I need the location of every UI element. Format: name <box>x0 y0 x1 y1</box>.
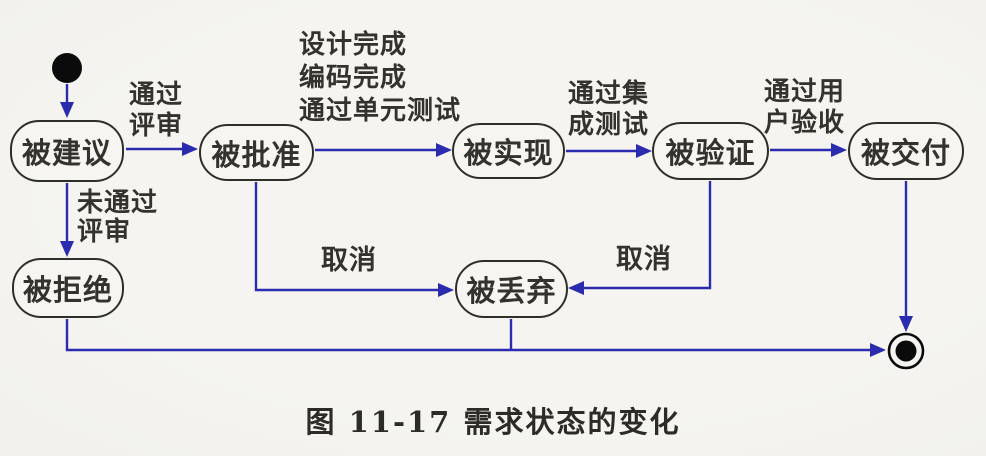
final-state-icon <box>887 332 925 370</box>
label-pass-review: 通过 评审 <box>129 80 184 141</box>
label-fail-review: 未通过 评审 <box>77 188 159 247</box>
state-verified: 被验证 <box>652 122 769 180</box>
label-pass-integration-test: 通过集 成测试 <box>568 79 650 140</box>
arrowheads <box>60 102 913 357</box>
label-pass-user-acceptance: 通过用 户验收 <box>764 77 846 138</box>
initial-state-icon <box>52 53 82 83</box>
state-approved: 被批准 <box>199 124 314 181</box>
state-discarded-label: 被丢弃 <box>466 274 557 308</box>
figure-caption: 图 11-17 需求状态的变化 <box>305 405 681 439</box>
state-proposed-label: 被建议 <box>21 136 112 170</box>
state-verified-label: 被验证 <box>665 136 756 170</box>
label-cancel-right: 取消 <box>616 244 672 275</box>
state-implemented-label: 被实现 <box>463 136 554 170</box>
state-delivered: 被交付 <box>848 122 964 180</box>
transition-lines <box>65 84 908 352</box>
state-implemented: 被实现 <box>452 123 565 179</box>
state-rejected: 被拒绝 <box>12 258 124 318</box>
state-rejected-label: 被拒绝 <box>22 273 113 307</box>
state-approved-label: 被批准 <box>211 137 302 172</box>
state-delivered-label: 被交付 <box>860 136 951 170</box>
state-proposed: 被建议 <box>10 120 124 182</box>
state-discarded: 被丢弃 <box>455 260 568 318</box>
label-dev-complete: 设计完成 编码完成 通过单元测试 <box>299 30 462 126</box>
label-cancel-left: 取消 <box>321 245 377 276</box>
